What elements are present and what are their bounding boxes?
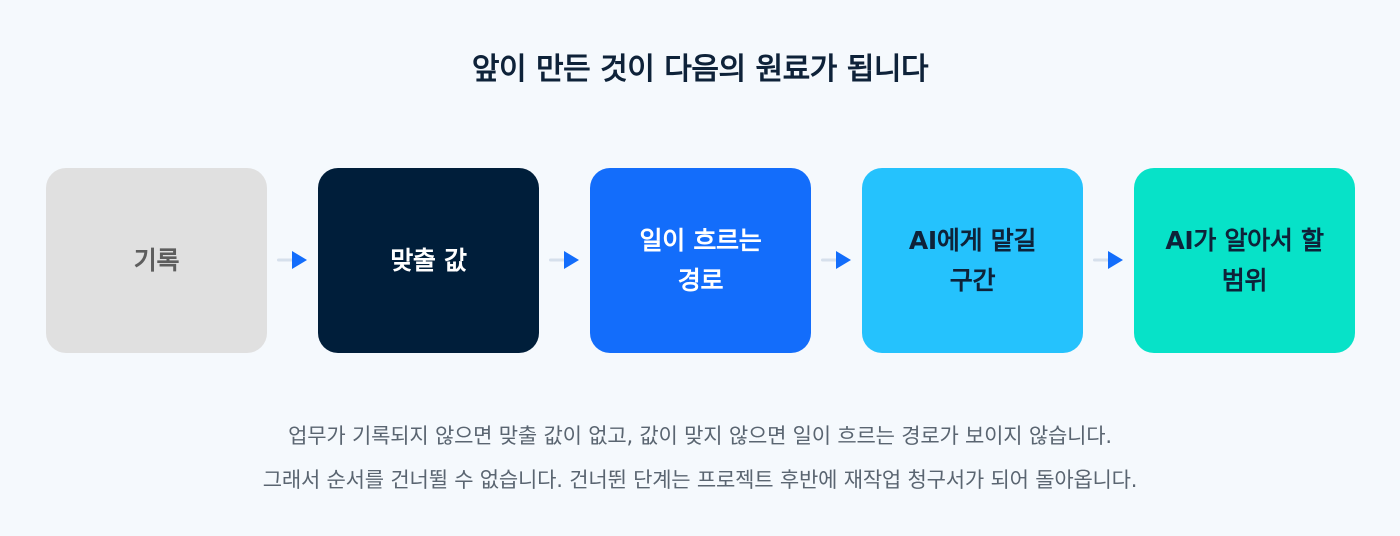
step-ai-autonomous-scope: AI가 알아서 할 범위 [1134,168,1355,353]
arrow-right-icon [1093,248,1129,272]
description-line-1: 업무가 기록되지 않으면 맞출 값이 없고, 값이 맞지 않으면 일이 흐르는 … [288,424,1112,448]
description-line-2: 그래서 순서를 건너뛸 수 없습니다. 건너뛴 단계는 프로젝트 후반에 재작업… [262,468,1138,492]
step-ai-delegated-section: AI에게 맡길 구간 [862,168,1083,353]
step-record: 기록 [46,168,267,353]
page-title: 앞이 만든 것이 다음의 원료가 됩니다 [471,52,929,87]
arrow-right-icon [277,248,313,272]
arrow-right-icon [821,248,857,272]
description: 업무가 기록되지 않으면 맞출 값이 없고, 값이 맞지 않으면 일이 흐르는 … [0,414,1400,502]
arrow-right-icon [549,248,585,272]
process-flow: 기록 맞출 값 일이 흐르는 경로 AI에게 맡길 구간 AI가 알아서 할 범… [46,168,1356,353]
step-target-values: 맞출 값 [318,168,539,353]
step-workflow-path: 일이 흐르는 경로 [590,168,811,353]
